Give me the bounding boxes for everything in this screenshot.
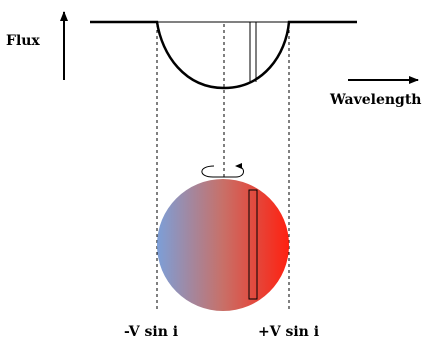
wavelength-label: Wavelength: [329, 92, 421, 108]
star-slit: [248, 189, 258, 300]
absorption-line-profile: [90, 20, 357, 90]
minus-v-sin-i-label: -V sin i: [124, 324, 178, 340]
rotation-arrow-icon: [201, 163, 244, 178]
flux-label: Flux: [6, 33, 40, 49]
plus-v-sin-i-label: +V sin i: [258, 324, 319, 340]
star-disk: [157, 179, 289, 311]
